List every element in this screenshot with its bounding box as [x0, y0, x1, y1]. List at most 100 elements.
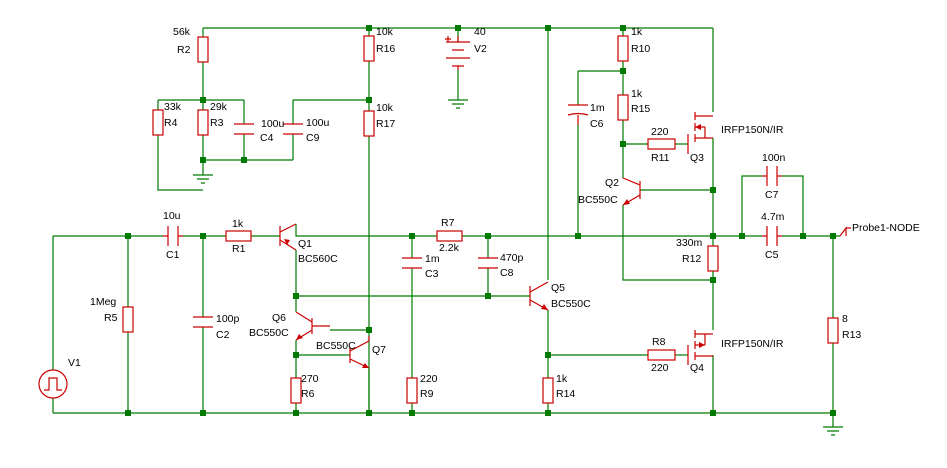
resistor-r15-symbol — [617, 94, 629, 121]
voltage-source-v1-symbol — [38, 369, 68, 399]
resistor-r17-symbol — [363, 110, 375, 137]
c3-ref: C3 — [425, 268, 439, 280]
resistor-r13-symbol — [827, 317, 839, 344]
battery-v2-symbol — [445, 36, 470, 70]
probe-marker-icon — [839, 226, 851, 237]
c9-ref: C9 — [306, 132, 320, 144]
transistor-q1-symbol — [279, 223, 297, 251]
resistor-r16-symbol — [363, 35, 375, 62]
c9-value: 100u — [306, 117, 330, 129]
r4-value: 33k — [164, 101, 182, 113]
r1-value: 1k — [232, 218, 244, 230]
r3-value: 29k — [210, 101, 228, 113]
r8-value: 220 — [651, 362, 669, 374]
r12-value: 330m — [676, 237, 703, 249]
q6-ref: Q6 — [272, 312, 286, 324]
r7-value: 2.2k — [439, 242, 460, 254]
r9-value: 220 — [420, 373, 438, 385]
q7-ref: Q7 — [372, 344, 386, 356]
v2-ref: V2 — [474, 43, 487, 55]
resistor-r12-symbol — [707, 245, 719, 272]
resistor-r6-symbol — [290, 377, 302, 404]
r1-ref: R1 — [232, 243, 246, 255]
c4-value: 100u — [261, 118, 285, 130]
r8-ref: R8 — [652, 336, 666, 348]
junctions — [125, 25, 836, 416]
resistor-r8-symbol — [647, 349, 676, 361]
resistor-r11-symbol — [647, 138, 676, 150]
r17-value: 10k — [376, 102, 394, 114]
r16-ref: R16 — [376, 43, 395, 55]
capacitor-c7-symbol — [762, 166, 782, 186]
r16-value: 10k — [376, 26, 394, 38]
resistor-r3-symbol — [197, 109, 209, 136]
c2-ref: C2 — [216, 329, 230, 341]
r14-ref: R14 — [556, 388, 575, 400]
capacitor-c5-symbol — [762, 226, 782, 246]
r11-ref: R11 — [651, 152, 670, 164]
ground-icon — [193, 174, 213, 184]
c4-ref: C4 — [260, 132, 274, 144]
q4-value: IRFP150N/IR — [721, 338, 784, 350]
resistor-r1-symbol — [225, 230, 252, 242]
capacitor-c1-symbol — [163, 226, 183, 246]
r5-value: 1Meg — [90, 296, 116, 308]
c8-ref: C8 — [500, 267, 514, 279]
r17-ref: R17 — [376, 118, 395, 130]
r2-ref: R2 — [177, 44, 191, 56]
v1-ref: V1 — [68, 357, 81, 369]
c7-ref: C7 — [765, 189, 779, 201]
transistor-q7-symbol — [349, 336, 370, 369]
transistor-q2-symbol — [622, 177, 641, 206]
q3-ref: Q3 — [690, 152, 704, 164]
c7-value: 100n — [762, 152, 786, 164]
mosfet-q4-symbol — [687, 330, 713, 365]
c6-ref: C6 — [590, 118, 604, 130]
r5-ref: R5 — [104, 312, 118, 324]
q6-value: BC550C — [249, 327, 289, 339]
r6-ref: R6 — [301, 388, 315, 400]
r2-value: 56k — [173, 26, 191, 38]
r10-value: 1k — [631, 26, 643, 38]
ground-icon — [448, 99, 468, 109]
r7-ref: R7 — [441, 217, 455, 229]
r14-value: 1k — [556, 373, 568, 385]
labels: 56k R2 10k R16 40 V2 1k R10 33k R4 29k R… — [68, 26, 920, 400]
c8-value: 470p — [500, 252, 524, 264]
r4-ref: R4 — [164, 117, 178, 129]
resistor-r4-symbol — [152, 109, 164, 136]
c3-value: 1m — [425, 253, 440, 265]
c5-value: 4.7m — [761, 211, 785, 223]
r9-ref: R9 — [420, 388, 434, 400]
capacitor-c9-symbol — [283, 123, 303, 135]
r13-value: 8 — [842, 313, 848, 325]
q1-ref: Q1 — [298, 238, 312, 250]
capacitor-c6-symbol — [567, 104, 589, 125]
probe-label: Probe1-NODE — [852, 222, 920, 234]
q2-value: BC550C — [578, 194, 618, 206]
resistor-r9-symbol — [406, 377, 418, 404]
r15-ref: R15 — [631, 103, 650, 115]
r13-ref: R13 — [842, 329, 861, 341]
q3-value: IRFP150N/IR — [721, 124, 784, 136]
q4-ref: Q4 — [690, 362, 704, 374]
capacitor-c8-symbol — [478, 257, 498, 269]
r3-ref: R3 — [210, 117, 224, 129]
ground-icon — [823, 426, 843, 436]
q1-value: BC560C — [298, 253, 338, 265]
capacitor-c2-symbol — [193, 316, 213, 328]
resistor-r10-symbol — [617, 35, 629, 62]
c1-ref: C1 — [166, 249, 180, 261]
c5-ref: C5 — [765, 249, 779, 261]
capacitor-c4-symbol — [234, 123, 254, 135]
r10-ref: R10 — [631, 43, 650, 55]
mosfet-q3-symbol — [687, 112, 713, 154]
c2-value: 100p — [216, 313, 240, 325]
resistor-r2-symbol — [197, 36, 209, 63]
q7-value: BC550C — [316, 340, 356, 352]
c6-value: 1m — [590, 102, 605, 114]
q5-value: BC550C — [551, 298, 591, 310]
r11-value: 220 — [651, 126, 669, 138]
